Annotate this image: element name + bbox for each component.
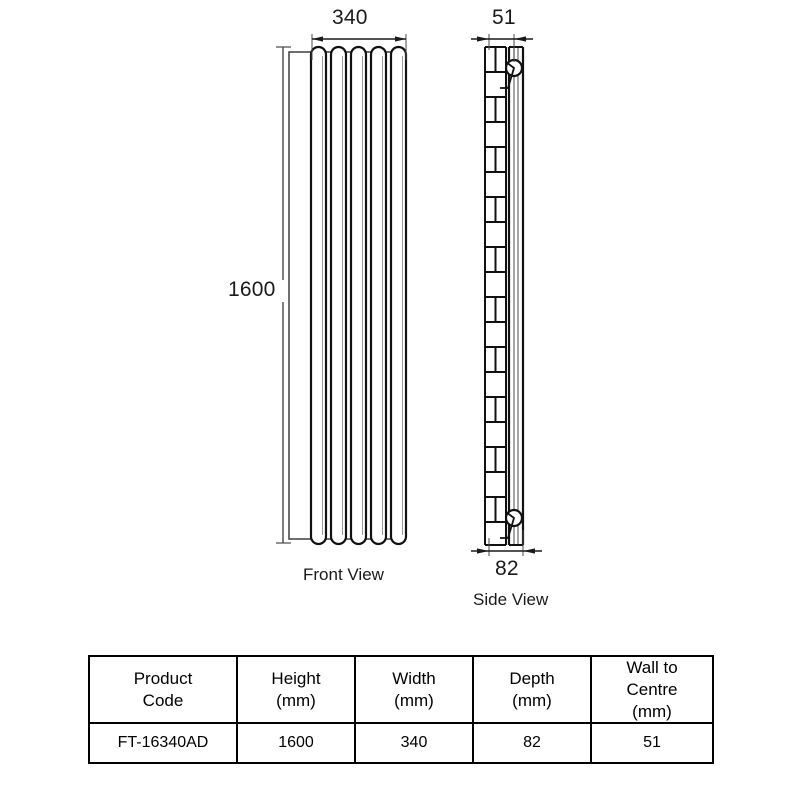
radiator-column <box>369 45 388 546</box>
header-line-2: Centre <box>626 679 678 699</box>
column-header-height: Height (mm) <box>236 654 356 725</box>
side-view-bracket-top <box>500 58 524 89</box>
cell-product-code: FT-16340AD <box>88 722 238 765</box>
side-view-radiator-profile <box>507 46 525 546</box>
radiator-column <box>329 45 348 546</box>
header-line-2: Code <box>142 690 184 710</box>
cell-width: 340 <box>354 722 474 765</box>
header-line-1: Height <box>271 668 321 688</box>
front-view-columns <box>309 45 408 546</box>
header-line-2: (mm) <box>394 690 434 710</box>
cell-wall-to-centre: 51 <box>590 722 714 765</box>
header-line-2: (mm) <box>276 690 316 710</box>
front-view-width-dimension <box>311 34 407 60</box>
side-view-wall-to-centre-dimension-label: 51 <box>492 6 516 29</box>
header-line-1: Depth <box>509 668 555 688</box>
side-view-depth-dimension-label: 82 <box>495 557 519 580</box>
header-line-1: Product <box>133 668 193 688</box>
side-view-wall-to-centre-dimension <box>471 34 533 62</box>
header-line-3: (mm) <box>632 701 672 721</box>
specification-table: Product Code Height (mm) Width (mm) Dept… <box>88 654 714 765</box>
side-view-bracket-bottom <box>500 508 524 539</box>
front-view-height-dimension-label: 1600 <box>228 278 276 301</box>
side-view-wall-hatch <box>484 46 507 546</box>
column-header-width: Width (mm) <box>354 654 474 725</box>
header-line-2: (mm) <box>512 690 552 710</box>
cell-height: 1600 <box>236 722 356 765</box>
side-view-label: Side View <box>473 590 549 609</box>
front-view-height-dimension <box>276 46 291 544</box>
front-view-group <box>276 34 408 546</box>
column-header-wall-to-centre: Wall to Centre (mm) <box>590 654 714 725</box>
radiator-column <box>389 45 408 546</box>
header-line-1: Width <box>392 668 436 688</box>
column-header-product-code: Product Code <box>88 654 238 725</box>
column-header-depth: Depth (mm) <box>472 654 592 725</box>
table-row: FT-16340AD 1600 340 82 51 <box>88 722 714 765</box>
cell-depth: 82 <box>472 722 592 765</box>
side-view-depth-dimension <box>471 530 542 556</box>
side-view-group <box>471 34 542 556</box>
table-header-row: Product Code Height (mm) Width (mm) Dept… <box>88 654 714 725</box>
radiator-column <box>349 45 368 546</box>
radiator-column <box>309 45 328 546</box>
front-view-label: Front View <box>303 565 384 584</box>
header-line-1: Wall to <box>626 658 678 677</box>
front-view-width-dimension-label: 340 <box>332 6 368 29</box>
